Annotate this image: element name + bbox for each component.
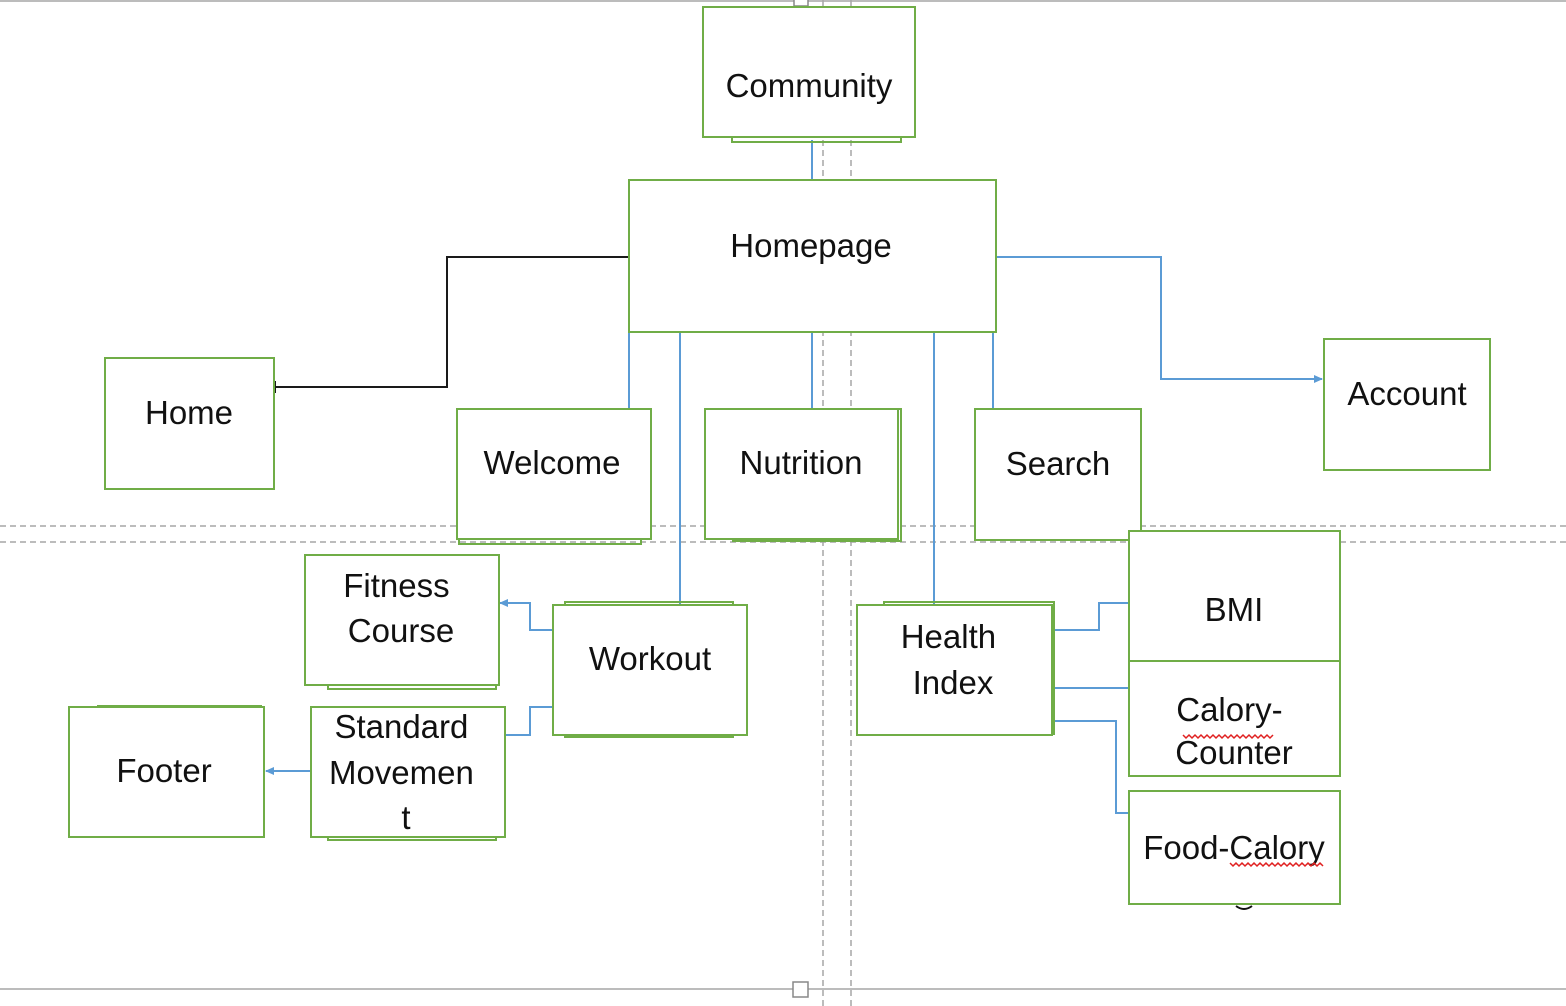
- calory-counter-line-1: Calory-: [1176, 691, 1282, 728]
- calory-counter-line-2: Counter: [1175, 734, 1292, 771]
- node-home[interactable]: Home: [104, 357, 275, 490]
- bmi-box[interactable]: [1128, 530, 1341, 662]
- fitness-course-box[interactable]: [304, 554, 500, 686]
- nutrition-shadow-edge: [732, 408, 902, 542]
- food-calory-overflow-glyph: [1235, 905, 1253, 910]
- node-account[interactable]: Account: [1323, 338, 1491, 471]
- fitness-course-label: Fitness Course: [343, 567, 459, 649]
- standard-movement-line-1: Standard: [334, 708, 468, 745]
- workout-shadow-edge-top: [564, 601, 734, 605]
- fitness-course-shadow-edge: [327, 685, 497, 690]
- health-index-line-2: Index: [913, 664, 994, 701]
- food-calory-spellcheck-underline: [1229, 861, 1324, 868]
- home-label: Home: [145, 394, 233, 431]
- standard-movement-shadow-edge: [327, 837, 497, 841]
- nutrition-label: Nutrition: [740, 444, 863, 481]
- welcome-shadow-edge: [458, 540, 642, 545]
- search-box[interactable]: [974, 408, 1142, 541]
- node-search[interactable]: Search: [974, 408, 1142, 541]
- node-food-calory[interactable]: Food-Calory: [1128, 790, 1341, 910]
- account-label: Account: [1347, 375, 1466, 412]
- connector-workout-fitness-course: [499, 599, 553, 631]
- node-standard-movement[interactable]: Standard Movemen t: [310, 706, 506, 841]
- calory-counter-box[interactable]: [1128, 660, 1341, 777]
- account-box[interactable]: [1323, 338, 1491, 471]
- node-health-index[interactable]: Health Index: [856, 601, 1055, 736]
- food-calory-label: Food-Calory: [1143, 829, 1325, 866]
- search-label: Search: [1006, 445, 1111, 482]
- fitness-course-line-2: Course: [348, 612, 454, 649]
- nodes: Community Homepage Home Welcome: [68, 6, 1491, 910]
- bottom-resize-handle[interactable]: [792, 981, 809, 998]
- health-index-label: Health Index: [901, 618, 1006, 701]
- standard-movement-box[interactable]: [310, 706, 506, 838]
- connector-health-bmi: [1054, 602, 1129, 631]
- node-workout[interactable]: Workout: [552, 601, 748, 738]
- node-fitness-course[interactable]: Fitness Course: [304, 554, 500, 690]
- connector-homepage-account[interactable]: [996, 256, 1323, 383]
- workout-label: Workout: [589, 640, 711, 677]
- home-box[interactable]: [104, 357, 275, 490]
- health-index-box[interactable]: [856, 604, 1053, 736]
- homepage-box[interactable]: [628, 179, 997, 333]
- footer-box[interactable]: [68, 706, 265, 838]
- homepage-label: Homepage: [730, 227, 891, 264]
- node-homepage[interactable]: Homepage: [628, 179, 997, 333]
- node-community[interactable]: Community: [702, 6, 916, 143]
- connector-homepage-home: [275, 256, 629, 388]
- calory-counter-label: Calory- Counter: [1175, 691, 1292, 771]
- standard-movement-label: Standard Movemen t: [329, 708, 483, 836]
- node-bmi[interactable]: BMI: [1128, 530, 1341, 662]
- fitness-course-line-1: Fitness: [343, 567, 449, 604]
- standard-movement-line-3: t: [401, 799, 410, 836]
- food-calory-box[interactable]: [1128, 790, 1341, 905]
- nutrition-box[interactable]: [704, 408, 899, 540]
- connector-workout-standard-movement: [505, 706, 553, 736]
- top-resize-handle[interactable]: [793, 0, 809, 7]
- node-footer[interactable]: Footer: [68, 705, 265, 838]
- welcome-box[interactable]: [456, 408, 652, 540]
- footer-label: Footer: [116, 752, 211, 789]
- health-index-shadow-edge: [883, 601, 1055, 605]
- health-index-line-1: Health: [901, 618, 996, 655]
- calory-spellcheck-underline: [1182, 733, 1274, 740]
- welcome-label: Welcome: [484, 444, 621, 481]
- node-welcome[interactable]: Welcome: [456, 408, 652, 545]
- node-calory-counter[interactable]: Calory- Counter: [1128, 660, 1341, 777]
- connector-health-food-calory: [1054, 720, 1129, 814]
- community-label: Community: [726, 67, 893, 104]
- bmi-label: BMI: [1205, 591, 1264, 628]
- connectors: [265, 140, 1323, 814]
- workout-box[interactable]: [552, 604, 748, 736]
- community-shadow-edge: [731, 137, 902, 143]
- node-nutrition[interactable]: Nutrition: [704, 408, 902, 542]
- community-box[interactable]: [702, 6, 916, 138]
- standard-movement-line-2: Movemen: [329, 754, 474, 791]
